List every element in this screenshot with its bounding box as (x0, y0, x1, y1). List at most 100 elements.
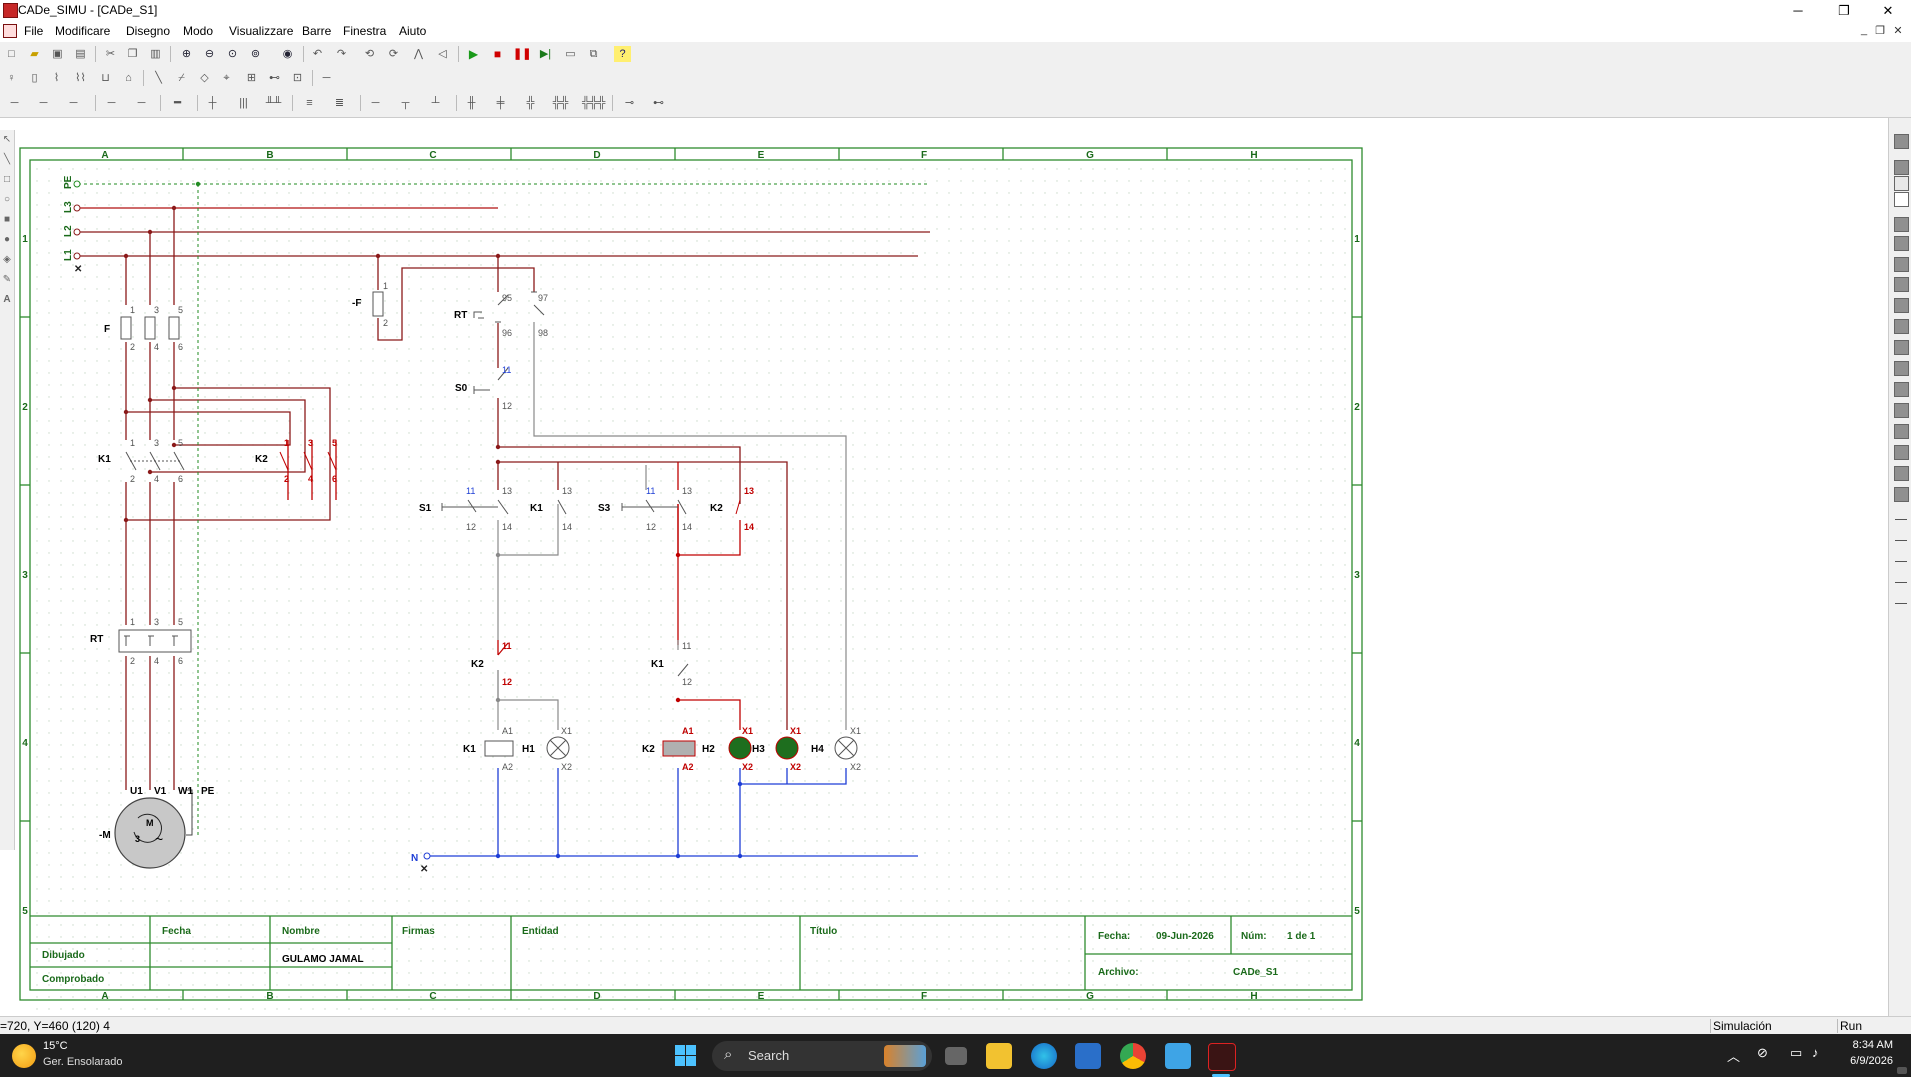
weather-icon[interactable] (12, 1044, 36, 1068)
menu-modo[interactable]: Modo (183, 24, 214, 38)
node-icon[interactable]: ⌖ (223, 72, 230, 84)
horizontal-bus-icon[interactable]: ≡ (306, 97, 313, 109)
palette-button-5[interactable] (1894, 217, 1909, 232)
menu-aiuto[interactable]: Aiuto (399, 24, 427, 38)
line-tool-2-icon[interactable]: ─ (39, 97, 48, 109)
maximize-button[interactable]: ❐ (1838, 3, 1850, 18)
k2-interlock-contact[interactable] (497, 642, 509, 656)
connector-left-icon[interactable]: ⊸ (624, 97, 635, 109)
fuse-f-symbol[interactable] (120, 316, 180, 340)
line-tool-4-icon[interactable]: ─ (107, 97, 116, 109)
palette-button-18[interactable] (1894, 487, 1909, 502)
cut-icon[interactable]: ✂ (105, 48, 116, 60)
copy-icon[interactable]: ❐ (127, 48, 138, 60)
k1-interlock-contact[interactable] (677, 663, 689, 677)
close-button[interactable]: ✕ (1882, 3, 1894, 18)
k2-coil[interactable] (662, 740, 696, 757)
k1-main-contacts[interactable] (125, 451, 185, 471)
h3-lamp[interactable] (775, 736, 799, 760)
clock-date[interactable]: 6/9/2026 (1850, 1055, 1893, 1067)
palette-line-1[interactable] (1895, 519, 1907, 520)
palette-button-4[interactable] (1894, 192, 1909, 207)
palette-button-13[interactable] (1894, 382, 1909, 397)
connector-right-icon[interactable]: ⊷ (653, 97, 664, 109)
v-connector-icon[interactable]: ╫ (467, 97, 476, 109)
v-connector-2-icon[interactable]: ╪ (496, 97, 505, 109)
notepad-icon[interactable] (1165, 1043, 1191, 1069)
s1-start-button[interactable] (441, 499, 509, 515)
app-icon[interactable] (3, 3, 18, 18)
pause-simulation-icon[interactable]: ❚❚ (513, 48, 532, 60)
meter-icon[interactable]: ⊡ (292, 72, 303, 84)
text-tool-icon[interactable]: A (3, 294, 11, 305)
palette-button-6[interactable] (1894, 236, 1909, 251)
rotate-ccw-icon[interactable]: ⟳ (388, 48, 399, 60)
new-file-icon[interactable]: □ (8, 48, 15, 60)
lamp-icon[interactable]: ♀ (7, 72, 16, 84)
paste-icon[interactable]: ▥ (150, 48, 161, 60)
palette-button-3[interactable] (1894, 176, 1909, 191)
h-tap-icon[interactable]: ┬ (401, 97, 410, 109)
mdi-close-button[interactable]: ✕ (1893, 25, 1903, 37)
clock-time[interactable]: 8:34 AM (1852, 1039, 1893, 1051)
s3-start-button[interactable] (621, 499, 687, 515)
palette-button-2[interactable] (1894, 160, 1909, 175)
mdi-restore-button[interactable]: ❐ (1875, 25, 1885, 37)
palette-button-8[interactable] (1894, 277, 1909, 292)
three-wire-icon[interactable]: ||| (239, 97, 248, 109)
menu-visualizzare[interactable]: Visualizzare (229, 24, 294, 38)
rt-aux-contacts[interactable] (473, 291, 545, 323)
draw-ellipse-icon[interactable]: ○ (3, 194, 11, 205)
palette-button-16[interactable] (1894, 445, 1909, 460)
palette-button-9[interactable] (1894, 298, 1909, 313)
v-connector-4-icon[interactable]: ╬╬ (552, 97, 569, 109)
palette-button-11[interactable] (1894, 340, 1909, 355)
drawing-canvas[interactable]: A B C D E F G H A B C D E F G H 1 2 3 4 … (15, 122, 1887, 1014)
h-tap-2-icon[interactable]: ┴ (431, 97, 440, 109)
menu-disegno[interactable]: Disegno (126, 24, 171, 38)
zoom-fit-icon[interactable]: ◉ (282, 48, 293, 60)
undo-icon[interactable]: ↶ (312, 48, 323, 60)
k1-hold-contact[interactable] (557, 499, 567, 515)
zoom-in-icon[interactable]: ⊕ (181, 48, 192, 60)
draw-rect-icon[interactable]: □ (3, 174, 11, 185)
notification-icon[interactable] (1897, 1067, 1907, 1074)
bus-tool-icon[interactable]: ━ (174, 97, 181, 109)
menu-finestra[interactable]: Finestra (343, 24, 387, 38)
line-tool-3-icon[interactable]: ─ (69, 97, 78, 109)
menu-file[interactable]: File (24, 24, 44, 38)
flip-icon[interactable]: ◁ (438, 48, 447, 60)
redo-icon[interactable]: ↷ (336, 48, 347, 60)
tray-network-icon[interactable]: ⊘ (1757, 1045, 1768, 1060)
window-icon[interactable]: ▭ (565, 48, 576, 60)
motor-m[interactable] (114, 789, 193, 869)
pen-icon[interactable]: ✎ (2, 274, 12, 285)
terminal-icon[interactable]: ⊞ (246, 72, 257, 84)
weather-temp[interactable]: 15°C (43, 1040, 68, 1052)
fuse-icon[interactable]: ▯ (31, 72, 38, 84)
motor-icon[interactable]: ⌂ (125, 72, 132, 84)
sensor-icon[interactable]: ◇ (200, 72, 209, 84)
palette-button-1[interactable] (1894, 134, 1909, 149)
windows-icon[interactable]: ⧉ (589, 48, 598, 60)
three-wire-tap-icon[interactable]: ╨╨ (265, 97, 282, 109)
k2-main-contacts[interactable] (279, 451, 337, 471)
tray-volume-icon[interactable]: ♪ (1812, 1045, 1819, 1060)
line-tool-1-icon[interactable]: ─ (10, 97, 19, 109)
edge-icon[interactable] (1031, 1043, 1057, 1069)
fill-icon[interactable]: ◈ (3, 254, 11, 265)
fill-ellipse-icon[interactable]: ● (3, 234, 11, 245)
start-icon[interactable] (673, 1043, 699, 1069)
fill-rect-icon[interactable]: ■ (3, 214, 11, 225)
horizontal-bus-2-icon[interactable]: ≣ (334, 97, 345, 109)
v-connector-3-icon[interactable]: ╬ (526, 97, 535, 109)
schematic-sheet[interactable]: A B C D E F G H A B C D E F G H 1 2 3 4 … (15, 122, 1887, 1014)
timer-icon[interactable]: ⊷ (269, 72, 280, 84)
h4-lamp[interactable] (834, 736, 858, 760)
mirror-icon[interactable]: ⋀ (413, 48, 424, 60)
minimize-button[interactable]: ─ (1793, 3, 1803, 18)
palette-button-15[interactable] (1894, 424, 1909, 439)
help-icon[interactable]: ? (614, 46, 631, 62)
document-icon[interactable] (3, 24, 17, 38)
run-simulation-icon[interactable]: ▶ (468, 47, 479, 61)
